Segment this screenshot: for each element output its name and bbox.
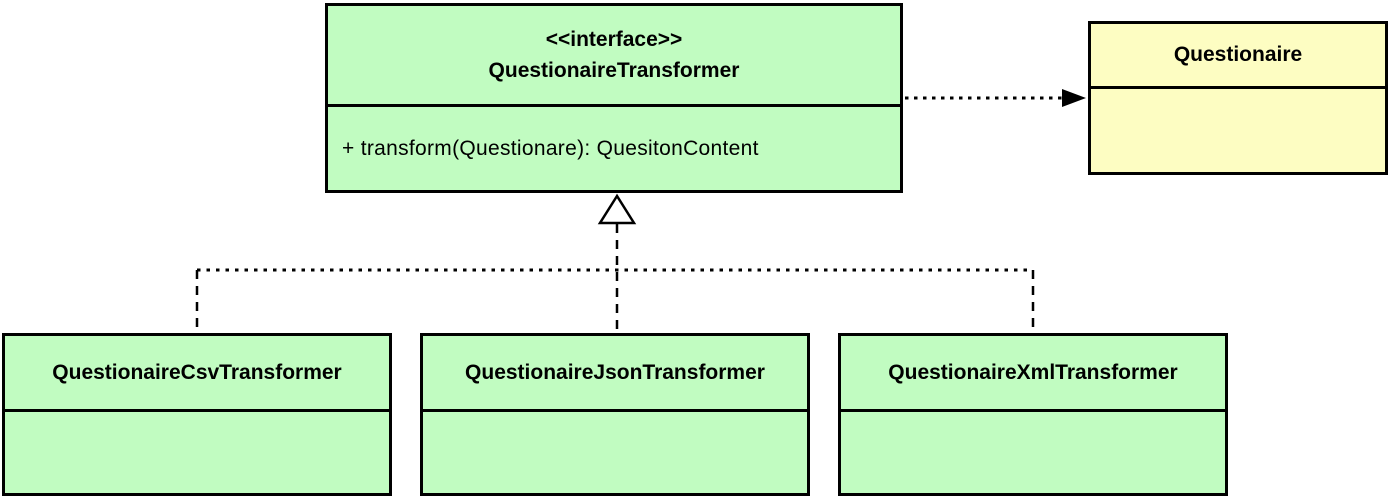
attributes-compartment: [5, 412, 389, 493]
class-header: <<interface>> QuestionaireTransformer: [328, 6, 900, 107]
class-box-questionaire-xml-transformer: QuestionaireXmlTransformer: [838, 333, 1228, 496]
class-box-questionaire-csv-transformer: QuestionaireCsvTransformer: [2, 333, 392, 496]
dependency-arrowhead-icon: [1062, 89, 1086, 107]
class-header: QuestionaireXmlTransformer: [841, 336, 1225, 412]
method-label: + transform(Questionare): QuesitonConten…: [342, 136, 759, 160]
class-name-label: QuestionaireJsonTransformer: [465, 360, 765, 384]
class-name-label: QuestionaireTransformer: [488, 59, 740, 82]
realization-triangle-icon: [597, 193, 637, 225]
attributes-compartment: [423, 412, 807, 493]
class-box-questionaire-transformer: <<interface>> QuestionaireTransformer + …: [325, 3, 903, 193]
attributes-compartment: [1091, 89, 1385, 172]
interface-stereotype-label: <<interface>>: [545, 27, 683, 51]
methods-compartment: + transform(Questionare): QuesitonConten…: [328, 107, 900, 190]
class-name-label: Questionaire: [1173, 43, 1303, 67]
class-header: QuestionaireCsvTransformer: [5, 336, 389, 412]
class-box-questionaire-json-transformer: QuestionaireJsonTransformer: [420, 333, 810, 496]
attributes-compartment: [841, 412, 1225, 493]
class-box-questionaire: Questionaire: [1088, 21, 1388, 175]
class-name-label: QuestionaireXmlTransformer: [888, 360, 1178, 384]
class-name-label: QuestionaireCsvTransformer: [52, 360, 342, 384]
class-header: Questionaire: [1091, 24, 1385, 89]
class-header: QuestionaireJsonTransformer: [423, 336, 807, 412]
